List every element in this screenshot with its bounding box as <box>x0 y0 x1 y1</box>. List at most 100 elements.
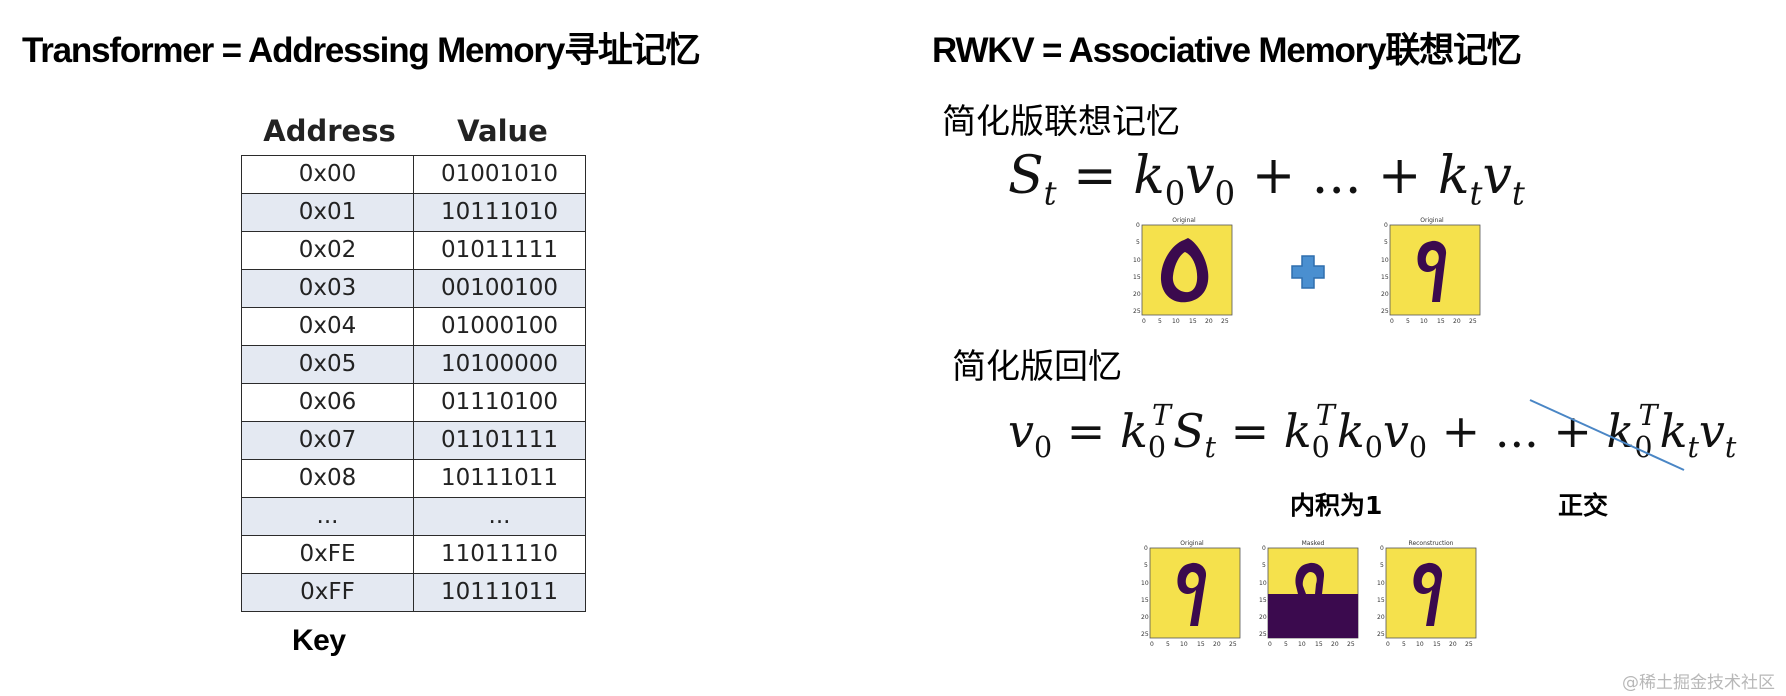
key-label: Key <box>292 624 346 657</box>
svg-text:10: 10 <box>1259 580 1267 587</box>
svg-text:15: 15 <box>1141 597 1149 604</box>
svg-text:10: 10 <box>1298 641 1306 648</box>
svg-text:10: 10 <box>1416 641 1424 648</box>
svg-text:20: 20 <box>1133 291 1141 298</box>
section-associative-memory: 简化版联想记忆 <box>942 102 1180 142</box>
svg-text:15: 15 <box>1315 641 1323 648</box>
value-cell: 00100100 <box>413 269 586 308</box>
value-cell: 10100000 <box>413 345 586 384</box>
value-cell: 01110100 <box>413 383 586 422</box>
svg-text:5: 5 <box>1406 318 1410 325</box>
svg-text:0: 0 <box>1386 641 1390 648</box>
svg-text:15: 15 <box>1259 597 1267 604</box>
address-cell: ... <box>241 497 414 536</box>
table-row: ...... <box>241 497 586 536</box>
left-heading: Transformer = Addressing Memory寻址记忆 <box>22 31 700 70</box>
plot-title: Original <box>1420 217 1444 224</box>
table-header-value: Value <box>457 114 548 148</box>
svg-text:25: 25 <box>1133 308 1141 315</box>
address-cell: 0x02 <box>241 231 414 270</box>
value-cell: ... <box>413 497 586 536</box>
caption-inner-product: 内积为1 <box>1290 491 1383 520</box>
digit-nine-shape <box>1177 562 1207 626</box>
equation-recall: v0 = k0TSt = k0Tk0v0 + ... + k0Tktvt <box>1008 398 1737 465</box>
svg-text:25: 25 <box>1347 641 1355 648</box>
svg-text:0: 0 <box>1136 222 1140 229</box>
svg-text:0: 0 <box>1384 222 1388 229</box>
address-cell: 0xFE <box>241 535 414 574</box>
svg-text:25: 25 <box>1469 318 1477 325</box>
address-cell: 0x04 <box>241 307 414 346</box>
svg-text:25: 25 <box>1381 308 1389 315</box>
svg-text:20: 20 <box>1259 614 1267 621</box>
plot-title: Masked <box>1302 540 1325 547</box>
svg-text:20: 20 <box>1449 641 1457 648</box>
plot-title: Reconstruction <box>1409 540 1454 547</box>
svg-text:5: 5 <box>1262 562 1266 569</box>
svg-text:5: 5 <box>1136 239 1140 246</box>
svg-text:20: 20 <box>1381 291 1389 298</box>
caption-orthogonal: 正交 <box>1558 491 1609 520</box>
svg-text:20: 20 <box>1141 614 1149 621</box>
svg-text:10: 10 <box>1377 580 1385 587</box>
svg-text:10: 10 <box>1133 257 1141 264</box>
address-cell: 0x01 <box>241 193 414 232</box>
svg-text:0: 0 <box>1262 545 1266 552</box>
svg-text:0: 0 <box>1380 545 1384 552</box>
svg-text:0: 0 <box>1142 318 1146 325</box>
watermark: @稀土掘金技术社区 <box>1622 673 1775 693</box>
value-cell: 10111011 <box>413 573 586 612</box>
svg-text:10: 10 <box>1172 318 1180 325</box>
digit-nine-partial-shape <box>1295 562 1325 594</box>
svg-text:5: 5 <box>1384 239 1388 246</box>
svg-text:25: 25 <box>1465 641 1473 648</box>
svg-text:25: 25 <box>1229 641 1237 648</box>
strikethrough-line <box>1529 399 1685 471</box>
svg-text:20: 20 <box>1377 614 1385 621</box>
svg-text:20: 20 <box>1213 641 1221 648</box>
svg-text:0: 0 <box>1144 545 1148 552</box>
mask-region <box>1268 594 1358 638</box>
svg-text:5: 5 <box>1166 641 1170 648</box>
value-cell: 10111010 <box>413 193 586 232</box>
svg-text:15: 15 <box>1197 641 1205 648</box>
digit-zero-shape <box>1160 238 1209 303</box>
svg-text:20: 20 <box>1205 318 1213 325</box>
svg-text:10: 10 <box>1180 641 1188 648</box>
address-cell: 0x03 <box>241 269 414 308</box>
value-cell: 11011110 <box>413 535 586 574</box>
svg-text:20: 20 <box>1453 318 1461 325</box>
plus-icon <box>1291 255 1325 289</box>
value-cell: 01011111 <box>413 231 586 270</box>
value-cell: 01101111 <box>413 421 586 460</box>
svg-text:25: 25 <box>1221 318 1229 325</box>
svg-text:10: 10 <box>1141 580 1149 587</box>
equation-state-sum: St = k0v0 + ... + ktvt <box>1008 146 1525 213</box>
value-cell: 01000100 <box>413 307 586 346</box>
svg-text:15: 15 <box>1433 641 1441 648</box>
svg-text:15: 15 <box>1381 274 1389 281</box>
digit-nine-shape <box>1413 562 1443 626</box>
svg-text:5: 5 <box>1402 641 1406 648</box>
svg-text:0: 0 <box>1150 641 1154 648</box>
digit-nine-shape <box>1417 240 1447 302</box>
plot-title: Original <box>1172 217 1196 224</box>
